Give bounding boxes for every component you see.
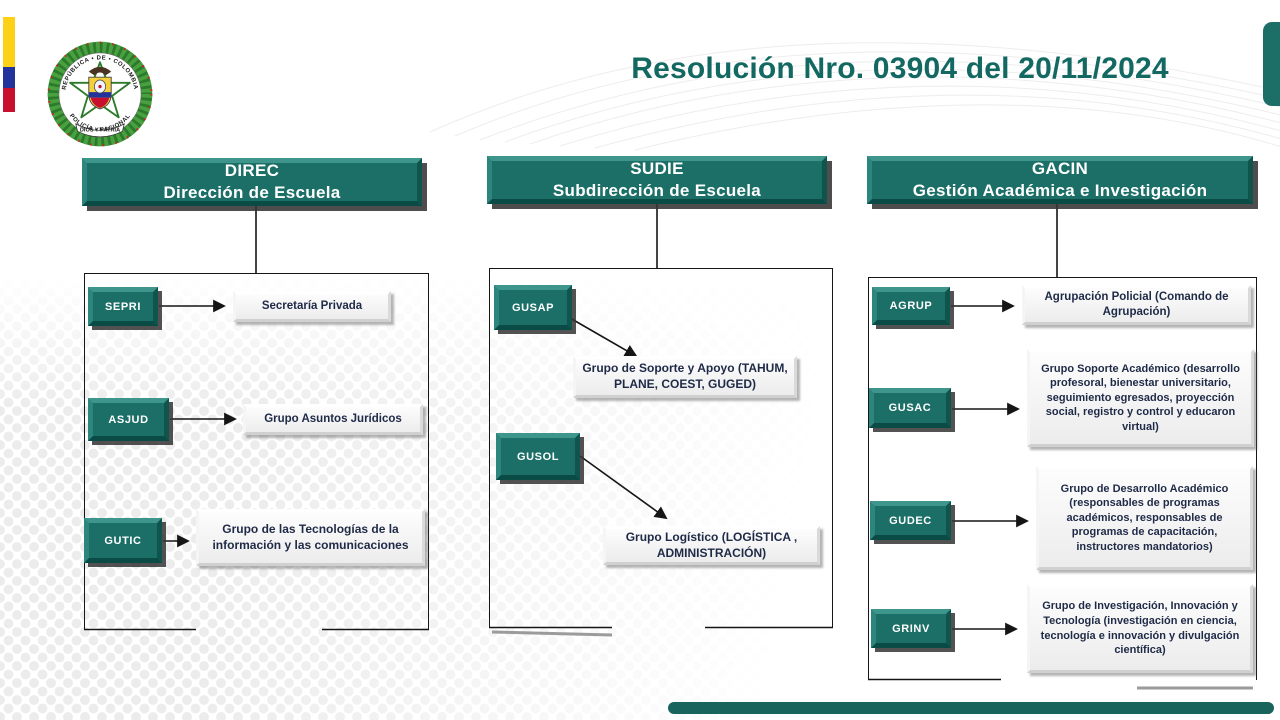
code-box-agrup: AGRUP xyxy=(872,287,950,325)
label-box-agrupacion-policial: Agrupación Policial (Comando de Agrupaci… xyxy=(1022,285,1251,325)
container-gacin xyxy=(868,277,1257,680)
code-box-gusap: GUSAP xyxy=(494,285,572,330)
right-edge-accent-bar xyxy=(1263,22,1280,106)
org-header-gacin-name: Gestión Académica e Investigación xyxy=(912,181,1208,200)
halftone-dots-fade xyxy=(0,275,1010,720)
label-box-soporte-apoyo: Grupo de Soporte y Apoyo (TAHUM, PLANE, … xyxy=(573,356,797,398)
org-header-gacin-code: GACIN xyxy=(1031,159,1089,179)
code-box-gudec: GUDEC xyxy=(870,501,951,540)
flag-red-stripe xyxy=(3,88,15,112)
flag-blue-stripe xyxy=(3,67,15,88)
org-header-sudie-code: SUDIE xyxy=(630,159,684,179)
bottom-accent-bar xyxy=(668,702,1274,714)
label-box-desarrollo-academico: Grupo de Desarrollo Académico (responsab… xyxy=(1036,466,1253,570)
crest-banner-text: DIOS Y PATRIA xyxy=(80,127,120,133)
org-header-gacin: GACIN Gestión Académica e Investigación xyxy=(867,156,1253,204)
label-box-grupo-logistico: Grupo Logístico (LOGÍSTICA , ADMINISTRAC… xyxy=(603,526,820,565)
decorative-wave-lines xyxy=(429,42,1280,151)
label-box-secretaria-privada: Secretaría Privada xyxy=(233,291,391,322)
page-title: Resolución Nro. 03904 del 20/11/2024 xyxy=(631,52,1169,85)
label-box-investigacion-innovacion: Grupo de Investigación, Innovación y Tec… xyxy=(1027,584,1253,673)
org-header-sudie-name: Subdirección de Escuela xyxy=(552,181,762,200)
label-box-tecnologias-informacion: Grupo de las Tecnologías de la informaci… xyxy=(196,509,425,566)
container-direc xyxy=(84,273,429,630)
code-box-gusac: GUSAC xyxy=(869,388,951,428)
org-header-direc: DIREC Dirección de Escuela xyxy=(82,158,422,206)
crest-condor xyxy=(88,66,112,76)
policia-nacional-crest-logo: REPÚBLICA • DE • COLOMBIA POLICÍA • NACI… xyxy=(44,38,156,150)
code-box-asjud: ASJUD xyxy=(88,398,169,441)
label-box-asuntos-juridicos: Grupo Asuntos Jurídicos xyxy=(243,404,423,435)
org-header-direc-name: Dirección de Escuela xyxy=(163,183,341,202)
code-box-gusol: GUSOL xyxy=(496,433,580,480)
label-box-soporte-academico: Grupo Soporte Académico (desarrollo prof… xyxy=(1027,349,1254,447)
colombia-flag-bar xyxy=(3,17,15,112)
code-box-gutic: GUTIC xyxy=(84,518,162,563)
container-sudie xyxy=(489,268,833,628)
code-box-grinv: GRINV xyxy=(871,609,951,648)
org-header-sudie: SUDIE Subdirección de Escuela xyxy=(487,156,827,204)
org-header-direc-code: DIREC xyxy=(224,161,280,181)
flag-yellow-stripe xyxy=(3,17,15,67)
code-box-sepri: SEPRI xyxy=(88,287,158,326)
